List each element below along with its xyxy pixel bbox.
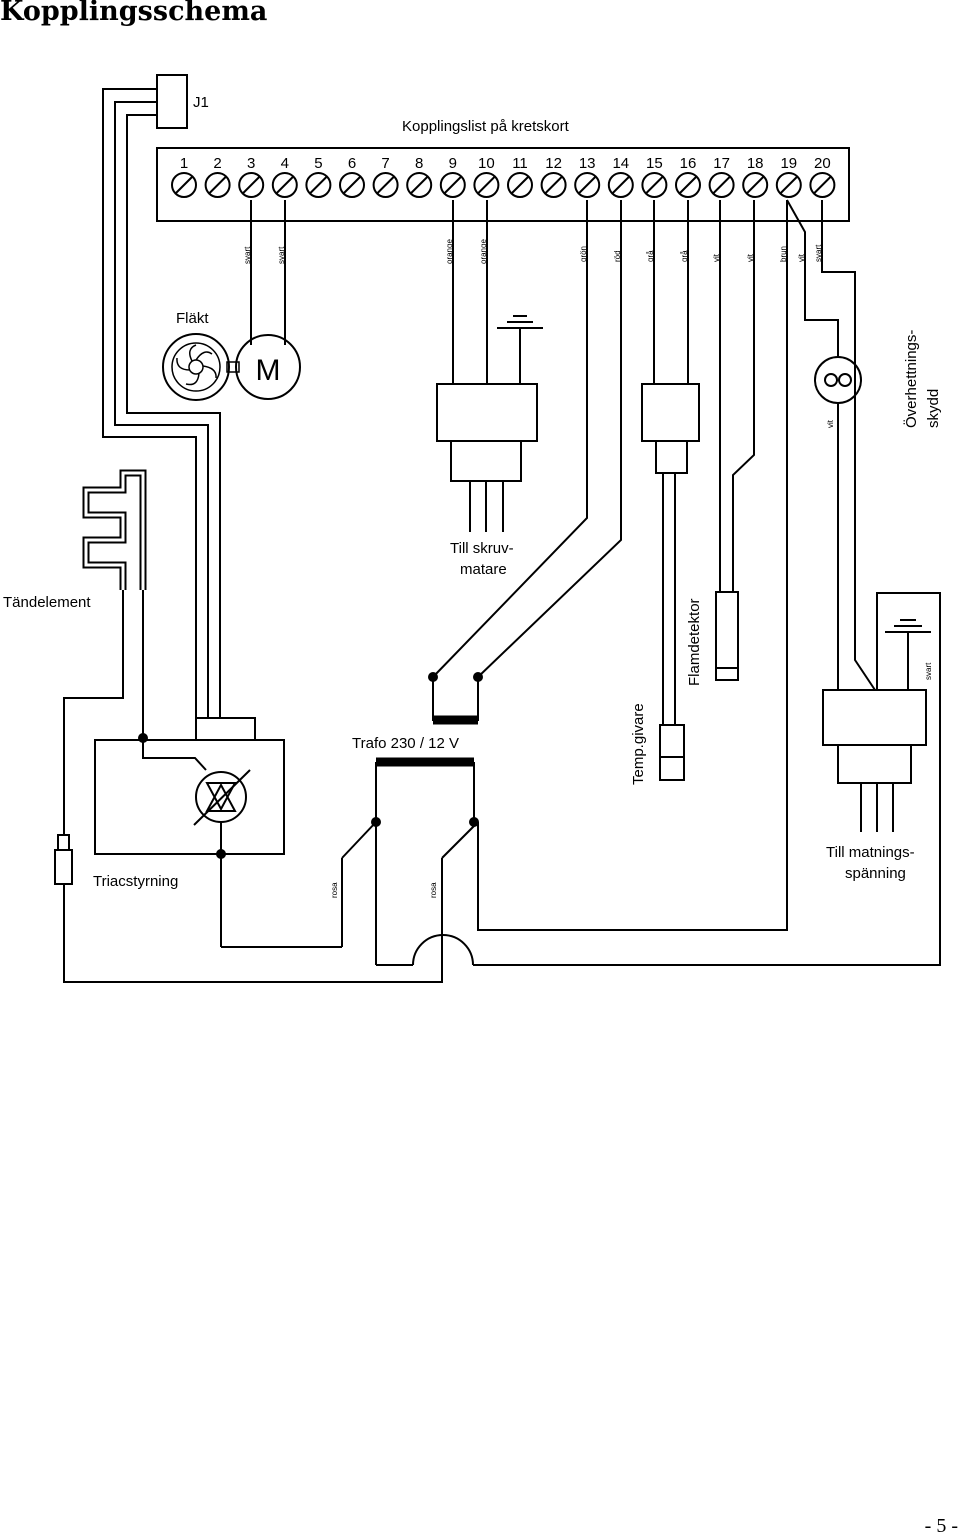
terminal-number-19: 19	[780, 155, 797, 172]
screw-feeder-label-line2: matare	[460, 561, 507, 578]
terminal-screw-slot-6	[343, 176, 361, 194]
rosa-label-1: rosa	[330, 882, 339, 898]
wire-label-t15: grå	[646, 250, 655, 262]
terminal-number-20: 20	[814, 155, 831, 172]
supply-plug	[473, 592, 941, 966]
terminal-screw-slot-2	[208, 176, 227, 194]
terminal-number-7: 7	[381, 155, 389, 172]
wire-label-t19: brun	[779, 246, 788, 262]
terminal-number-6: 6	[348, 155, 356, 172]
j1-label: J1	[193, 94, 209, 111]
wire-label-t16: grå	[680, 250, 689, 262]
overheat-label-line2: skydd	[925, 389, 942, 428]
terminal-screw-slot-16	[679, 176, 697, 194]
wire-label-t13: grön	[579, 246, 588, 262]
terminal-screw-slot-5	[309, 176, 328, 194]
wire-label-t10: orange	[479, 239, 488, 264]
triac-controller	[94, 717, 342, 948]
supply-label-line1: Till matnings-	[826, 844, 915, 861]
terminal-screw-slot-9	[444, 176, 462, 194]
rosa-label-2: rosa	[429, 882, 438, 898]
temp-sensor-label: Temp.givare	[630, 703, 647, 785]
wire-label-t3: svart	[243, 246, 252, 264]
ignition-label: Tändelement	[3, 594, 91, 611]
terminal-number-16: 16	[680, 155, 697, 172]
terminal-number-1: 1	[180, 155, 188, 172]
terminal-screw-slot-19	[780, 176, 798, 194]
wire-label-t14: röd	[613, 250, 622, 262]
fan-icon	[162, 333, 240, 401]
terminal-number-2: 2	[213, 155, 221, 172]
terminal-number-14: 14	[612, 155, 629, 172]
terminal-screw-slot-20	[813, 176, 832, 194]
triac-label: Triacstyrning	[93, 873, 178, 890]
terminal-number-15: 15	[646, 155, 663, 172]
terminal-number-12: 12	[545, 155, 562, 172]
terminal-screw-slot-17	[712, 176, 731, 194]
terminal-screw-slot-8	[410, 176, 428, 194]
wire-label-t4: svart	[277, 246, 286, 264]
terminal-number-11: 11	[512, 155, 528, 172]
overheat-switch	[814, 356, 862, 690]
terminal-screw-slot-4	[276, 176, 294, 194]
terminal-number-18: 18	[747, 155, 764, 172]
terminal-screw-slot-1	[175, 176, 193, 194]
terminal-strip	[156, 147, 850, 222]
ignition-element-icon	[63, 469, 147, 835]
wire-label-t20: svart	[814, 244, 823, 262]
fan-label: Fläkt	[176, 310, 209, 327]
wire-label-t18: vit	[746, 253, 755, 262]
terminal-screw-slot-13	[578, 176, 596, 194]
transformer-label: Trafo 230 / 12 V	[352, 735, 459, 752]
j1-cable	[102, 88, 197, 718]
terminal-screw-slot-18	[746, 176, 764, 194]
overheat-wire-label: vit	[826, 419, 835, 428]
motor-icon	[235, 334, 301, 400]
sensor-plug	[641, 383, 700, 781]
terminal-number-3: 3	[247, 155, 255, 172]
terminal-number-5: 5	[314, 155, 322, 172]
j1-connector	[156, 74, 188, 129]
terminal-number-17: 17	[713, 155, 730, 172]
terminal-screw-slot-11	[511, 176, 529, 194]
terminal-number-8: 8	[415, 155, 423, 172]
motor-symbol: M	[256, 354, 281, 387]
fuse	[54, 849, 73, 885]
supply-label-line2: spänning	[845, 865, 906, 882]
page-title: Kopplingsschema	[0, 0, 268, 27]
wire-label-t19b: vit	[797, 253, 806, 262]
screw-feeder-plug	[436, 315, 543, 532]
terminal-screw-slot-3	[242, 176, 260, 194]
terminal-number-4: 4	[281, 155, 289, 172]
wire-label-t17: vit	[712, 253, 721, 262]
transformer	[341, 677, 479, 966]
screw-feeder-label-line1: Till skruv-	[450, 540, 514, 557]
flame-detector	[715, 591, 739, 681]
terminal-screw-slot-15	[645, 176, 664, 194]
terminal-number-10: 10	[478, 155, 495, 172]
supply-wire-label: svart	[924, 662, 933, 680]
terminal-number-13: 13	[579, 155, 596, 172]
page-number: - 5 -	[924, 1515, 958, 1537]
terminal-screw-slot-14	[612, 176, 630, 194]
terminal-screw-slot-7	[376, 176, 395, 194]
terminal-number-9: 9	[449, 155, 457, 172]
terminal-strip-title: Kopplingslist på kretskort	[402, 118, 570, 135]
terminal-screw-slot-12	[544, 176, 563, 194]
wire-label-t9: orange	[445, 239, 454, 264]
flame-detector-label: Flamdetektor	[686, 598, 703, 686]
terminal-screw-slot-10	[477, 176, 496, 194]
overheat-label-line1: Överhettnings-	[902, 330, 920, 428]
